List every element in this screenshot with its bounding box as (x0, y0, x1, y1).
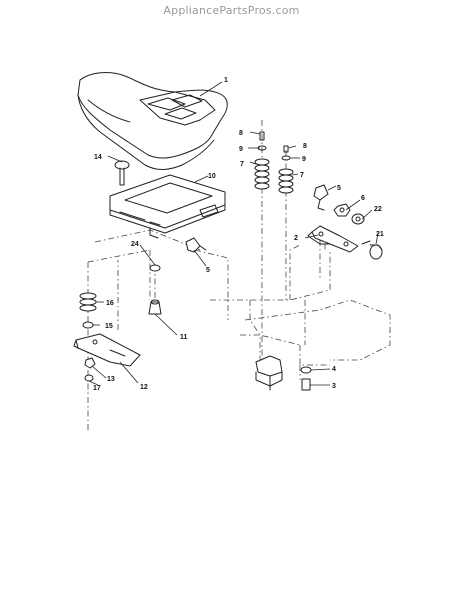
washer-part-17 (84, 374, 94, 382)
nut-part-6 (333, 203, 351, 217)
callout-3: 3 (332, 383, 336, 390)
spring-stack-right (278, 145, 294, 194)
callout-1: 1 (224, 77, 228, 84)
knob-part-21 (361, 240, 383, 260)
callout-17: 17 (93, 385, 101, 392)
nut-part-13 (84, 357, 96, 369)
callout-15: 15 (105, 323, 113, 330)
callout-12: 12 (140, 384, 148, 391)
callout-9-right: 9 (302, 156, 306, 163)
seat-part-1 (77, 72, 228, 170)
washer-part-22 (351, 213, 365, 225)
switch-part-5-lower (185, 237, 207, 253)
callout-21: 21 (376, 231, 384, 238)
spring-part-16 (79, 292, 97, 312)
washer-part-24 (149, 264, 161, 272)
callout-5-lower: 5 (206, 267, 210, 274)
callout-labels: 1 2 3 4 5 5 6 7 7 8 8 9 9 10 11 12 13 14… (93, 77, 384, 392)
pivot-bracket-part-12 (73, 333, 141, 367)
callout-6: 6 (361, 195, 365, 202)
callout-16: 16 (106, 300, 114, 307)
callout-5-upper: 5 (337, 185, 341, 192)
bushing-part-15 (82, 321, 94, 329)
washer-part-4 (300, 366, 312, 374)
callout-11: 11 (180, 334, 188, 341)
callout-7-right: 7 (300, 172, 304, 179)
spring-stack-left (254, 131, 270, 190)
leader-lines (88, 81, 379, 386)
bumper-part-11 (148, 299, 162, 315)
callout-9-left: 9 (239, 146, 243, 153)
callout-8-left: 8 (239, 130, 243, 137)
callout-4: 4 (332, 366, 336, 373)
bracket-part-2 (307, 225, 359, 253)
callout-10: 10 (208, 173, 216, 180)
site-watermark: AppliancePartsPros.com (163, 4, 300, 17)
callout-13: 13 (107, 376, 115, 383)
callout-24: 24 (131, 241, 139, 248)
phantom-frame-lines (87, 120, 391, 430)
callout-14: 14 (94, 154, 102, 161)
lower-bracket (255, 355, 283, 391)
callout-22: 22 (374, 206, 382, 213)
callout-2: 2 (294, 235, 298, 242)
bolt-part-3 (301, 378, 311, 391)
seat-plate-part-10 (109, 174, 226, 239)
switch-part-5-upper (313, 184, 329, 211)
callout-8-right: 8 (303, 143, 307, 150)
callout-7-left: 7 (240, 161, 244, 168)
bolt-part-14 (114, 160, 130, 186)
